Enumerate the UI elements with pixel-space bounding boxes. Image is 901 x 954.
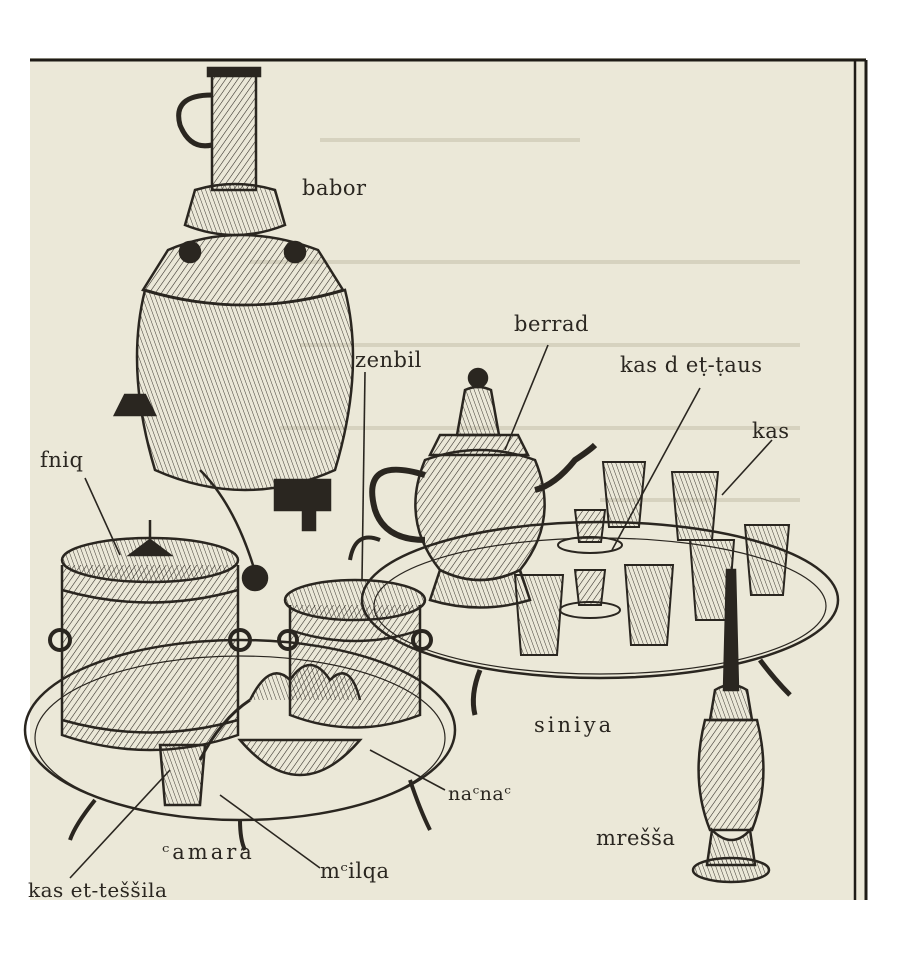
glasses-with-saucer — [557, 509, 623, 619]
label-kas-d-et-taus: kas d eṭ-ṭaus — [620, 353, 763, 377]
label-kas: kas — [752, 419, 790, 443]
label-siniya: siniya — [534, 713, 615, 737]
label-zenbil: zenbil — [355, 348, 422, 372]
label-nacnac: naᶜnaᶜ — [448, 783, 512, 805]
teapot-drawing — [369, 367, 598, 609]
leader-lines — [69, 344, 773, 879]
label-fniq: fniq — [40, 448, 84, 472]
label-kas-et-teslila: kas et-teššila — [28, 878, 168, 902]
sprinkler-drawing — [691, 568, 771, 884]
tea-glasses — [513, 461, 791, 656]
lower-tray — [23, 638, 457, 851]
label-babor: babor — [302, 176, 367, 200]
label-mressa: mrešša — [596, 826, 676, 850]
samovar-drawing — [112, 66, 355, 592]
label-mcilqa: mᶜilqa — [320, 859, 390, 883]
label-camara: ᶜamara — [162, 840, 255, 864]
mint-bowl-drawing — [158, 663, 363, 807]
brazier-drawing — [48, 520, 252, 752]
label-berrad: berrad — [514, 312, 589, 336]
